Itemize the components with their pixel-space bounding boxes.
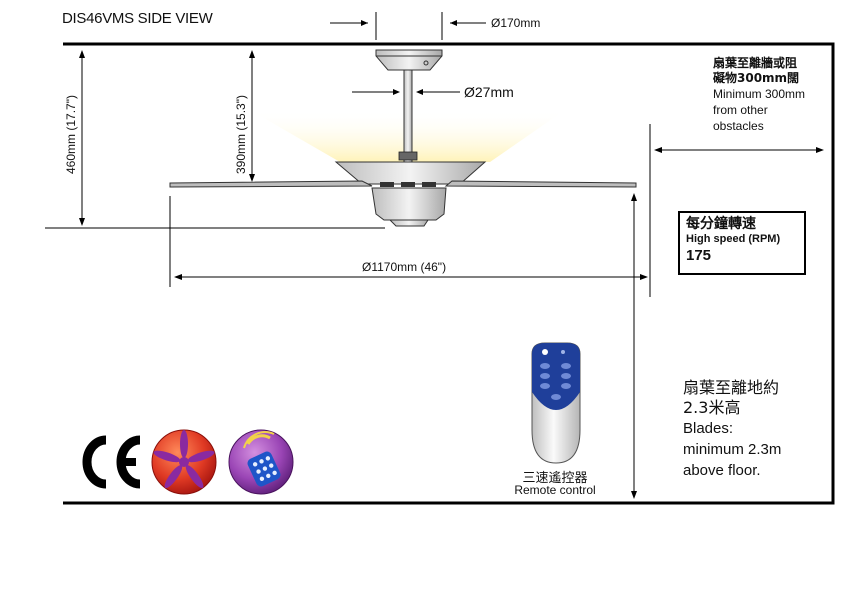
remote-control — [531, 342, 581, 464]
remote-label-cn: 三速遙控器 — [522, 471, 588, 486]
obstacle-note: 扇葉至離牆或阻 礙物300mm闊 Minimum 300mm from othe… — [713, 56, 805, 134]
ceiling-canopy — [375, 49, 443, 71]
floor-note-cn-1: 扇葉至離地約 — [683, 378, 780, 397]
page-title: DIS46VMS SIDE VIEW — [62, 10, 213, 27]
height-total-label: 460mm (17.7") — [64, 95, 78, 174]
remote-label-en: Remote control — [514, 483, 596, 497]
obstacle-note-en-2: from other — [713, 103, 768, 117]
room-outline — [63, 42, 835, 505]
obstacle-note-en-1: Minimum 300mm — [713, 87, 806, 101]
span-diameter-label: Ø1170mm (46") — [362, 260, 447, 274]
fan-blades-icon — [151, 429, 217, 495]
blade-left — [169, 180, 373, 188]
remote-control-icon — [228, 429, 294, 495]
obstacle-note-en-3: obstacles — [713, 119, 764, 133]
rod-diameter-label: Ø27mm — [464, 84, 514, 100]
floor-note-en-2: minimum 2.3m — [683, 441, 782, 458]
blade-right — [444, 180, 637, 188]
downrod — [403, 69, 413, 163]
obstacle-note-cn-2: 礙物300mm闊 — [713, 71, 800, 85]
floor-note-cn-2: 2.3米高 — [683, 398, 741, 417]
speed-value: 175 — [686, 247, 712, 264]
ce-mark-icon — [82, 435, 141, 489]
light-kit — [371, 187, 447, 221]
speed-label-cn: 每分鐘轉速 — [686, 216, 756, 232]
speed-box: 每分鐘轉速 High speed (RPM) 175 — [678, 211, 806, 275]
height-blade-label: 390mm (15.3") — [234, 95, 248, 174]
speed-label-en: High speed (RPM) — [686, 233, 781, 245]
top-diameter-label: Ø170mm — [491, 16, 541, 30]
obstacle-note-cn-1: 扇葉至離牆或阻 — [713, 56, 798, 70]
floor-note-en-1: Blades: — [683, 420, 734, 437]
floor-note: 扇葉至離地約 2.3米高 Blades: minimum 2.3m above … — [683, 378, 781, 481]
floor-note-en-3: above floor. — [683, 462, 761, 479]
